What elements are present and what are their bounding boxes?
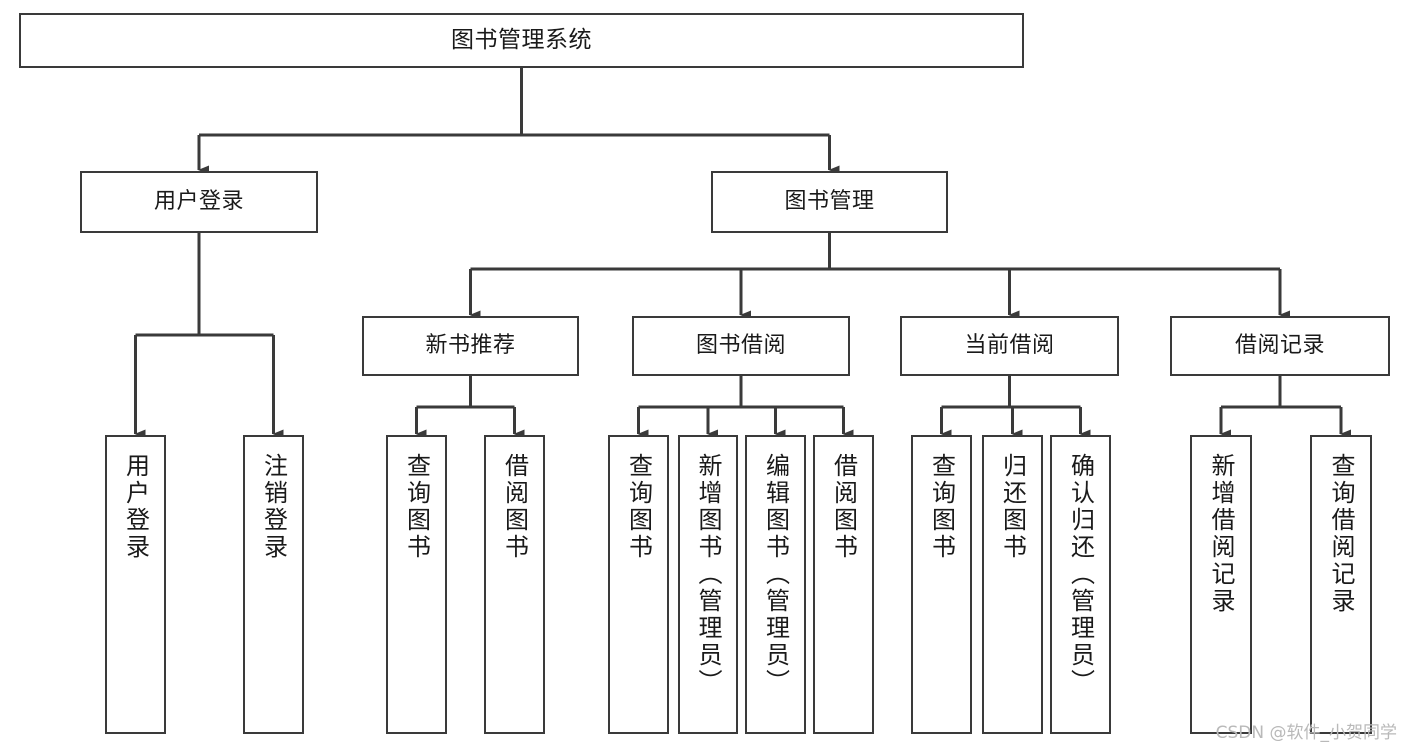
node-label: 借阅记录 bbox=[1234, 333, 1325, 359]
node-label: 查询图书 bbox=[927, 453, 956, 561]
leaf-confirm-return-admin[interactable]: 确认归还（管理员） bbox=[1050, 435, 1111, 734]
leaf-query-book-recommend[interactable]: 查询图书 bbox=[386, 435, 447, 734]
leaf-query-book-current[interactable]: 查询图书 bbox=[911, 435, 972, 734]
node-label: 图书借阅 bbox=[695, 333, 786, 359]
node-book-borrow[interactable]: 图书借阅 bbox=[632, 316, 850, 376]
node-current-borrow[interactable]: 当前借阅 bbox=[900, 316, 1119, 376]
node-label: 编辑图书（管理员） bbox=[761, 453, 790, 696]
leaf-user-login[interactable]: 用户登录 bbox=[105, 435, 166, 734]
node-borrow-records[interactable]: 借阅记录 bbox=[1170, 316, 1390, 376]
node-label: 用户登录 bbox=[121, 453, 150, 561]
node-book-management[interactable]: 图书管理 bbox=[711, 171, 948, 233]
node-label: 新书推荐 bbox=[425, 333, 516, 359]
node-new-book-recommend[interactable]: 新书推荐 bbox=[362, 316, 579, 376]
leaf-borrow-book-recommend[interactable]: 借阅图书 bbox=[484, 435, 545, 734]
node-label: 查询图书 bbox=[624, 453, 653, 561]
leaf-query-book-borrow[interactable]: 查询图书 bbox=[608, 435, 669, 734]
node-label: 注销登录 bbox=[259, 453, 288, 561]
node-label: 新增借阅记录 bbox=[1207, 453, 1235, 615]
leaf-return-book[interactable]: 归还图书 bbox=[982, 435, 1043, 734]
leaf-logout[interactable]: 注销登录 bbox=[243, 435, 304, 734]
node-root[interactable]: 图书管理系统 bbox=[19, 13, 1024, 68]
node-label: 借阅图书 bbox=[829, 453, 858, 561]
leaf-edit-book-admin[interactable]: 编辑图书（管理员） bbox=[745, 435, 806, 734]
leaf-add-borrow-record[interactable]: 新增借阅记录 bbox=[1190, 435, 1252, 734]
node-label: 查询借阅记录 bbox=[1327, 453, 1355, 615]
leaf-borrow-book[interactable]: 借阅图书 bbox=[813, 435, 874, 734]
node-label: 当前借阅 bbox=[964, 333, 1055, 359]
node-label: 用户登录 bbox=[153, 189, 244, 215]
leaf-query-borrow-record[interactable]: 查询借阅记录 bbox=[1310, 435, 1372, 734]
watermark: CSDN @软件_小贺同学 bbox=[1215, 723, 1397, 743]
node-label: 确认归还（管理员） bbox=[1066, 453, 1095, 696]
node-label: 归还图书 bbox=[998, 453, 1027, 561]
node-label: 新增图书（管理员） bbox=[694, 453, 722, 696]
node-user-login[interactable]: 用户登录 bbox=[80, 171, 318, 233]
node-label: 图书管理系统 bbox=[451, 26, 592, 53]
node-label: 图书管理 bbox=[784, 189, 875, 215]
node-label: 借阅图书 bbox=[500, 453, 529, 561]
node-label: 查询图书 bbox=[402, 453, 431, 561]
leaf-add-book-admin[interactable]: 新增图书（管理员） bbox=[678, 435, 738, 734]
